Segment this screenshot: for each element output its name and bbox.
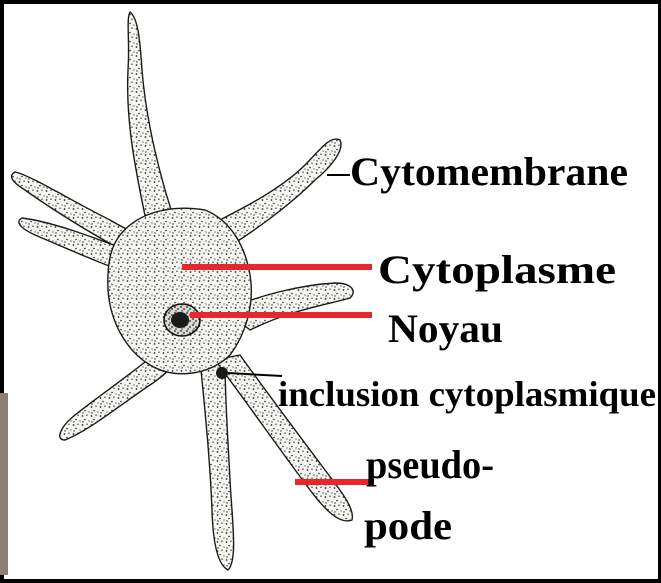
label-inclusion: inclusion cytoplasmique: [278, 374, 656, 414]
label-cytoplasme: Cytoplasme: [378, 247, 616, 292]
left-side-bar: [0, 393, 8, 575]
label-pseudo: pseudo-: [366, 442, 494, 487]
label-cytomembrane: Cytomembrane: [350, 149, 628, 194]
inclusion-dot: [216, 367, 228, 379]
label-pode: pode: [364, 503, 452, 548]
nucleus-core: [171, 312, 189, 328]
label-noyau: Noyau: [388, 306, 503, 351]
